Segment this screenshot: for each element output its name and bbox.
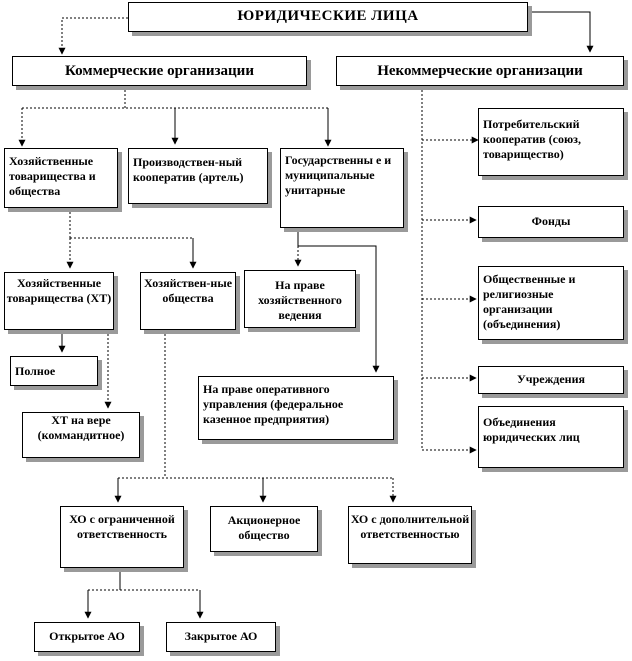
institutions-label: Учреждения (517, 372, 585, 386)
production-cooperative-box: Производствен-ный кооператив (артель) (128, 148, 268, 204)
jsc-label: Акционерное общество (227, 513, 301, 542)
state-municipal-unitary-label: Государственны е и муниципальные унитарн… (285, 153, 392, 197)
business-partnerships-societies-box: Хозяйственные товарищества и общества (4, 148, 118, 208)
commercial-box: Коммерческие организации (12, 56, 307, 86)
alc-box: ХО с дополнительной ответственностью (348, 506, 472, 564)
institutions-box: Учреждения (478, 366, 624, 394)
commercial-label: Коммерческие организации (65, 63, 254, 79)
operational-management-box: На праве оперативного управления (федера… (198, 376, 394, 440)
funds-box: Фонды (478, 206, 624, 238)
full-partnership-box: Полное (10, 356, 98, 386)
title-box: ЮРИДИЧЕСКИЕ ЛИЦА (128, 2, 528, 32)
business-partnerships-label: Хозяйственные товарищества (ХТ) (6, 276, 112, 305)
llc-label: ХО с ограниченной ответственность (69, 512, 175, 541)
closed-jsc-label: Закрытое АО (184, 629, 258, 643)
public-religious-label: Общественные и религиозные организации (… (483, 272, 576, 331)
open-jsc-label: Открытое АО (49, 629, 125, 643)
public-religious-box: Общественные и религиозные организации (… (478, 266, 624, 340)
consumer-cooperative-box: Потребительский кооператив (союз, товари… (478, 108, 624, 176)
llc-box: ХО с ограниченной ответственность (60, 506, 184, 568)
operational-management-label: На праве оперативного управления (федера… (203, 382, 344, 426)
full-partnership-label: Полное (15, 364, 56, 378)
jsc-box: Акционерное общество (210, 506, 318, 552)
state-municipal-unitary-box: Государственны е и муниципальные унитарн… (280, 148, 404, 228)
noncommercial-label: Некоммерческие организации (377, 63, 583, 79)
alc-label: ХО с дополнительной ответственностью (350, 512, 470, 541)
business-partnerships-societies-label: Хозяйственные товарищества и общества (9, 154, 96, 198)
funds-label: Фонды (531, 214, 571, 228)
economic-management-label: На праве хозяйственного ведения (258, 278, 342, 322)
noncommercial-box: Некоммерческие организации (336, 56, 624, 86)
business-societies-box: Хозяйствен-ные общества (140, 272, 236, 330)
limited-partnership-box: ХТ на вере (коммандитное) (22, 412, 140, 458)
open-jsc-box: Открытое АО (34, 622, 140, 652)
associations-label: Объединения юридических лиц (483, 415, 580, 444)
limited-partnership-label: ХТ на вере (коммандитное) (37, 413, 125, 442)
closed-jsc-box: Закрытое АО (166, 622, 276, 652)
title-text: ЮРИДИЧЕСКИЕ ЛИЦА (237, 8, 419, 24)
consumer-cooperative-label: Потребительский кооператив (союз, товари… (483, 117, 581, 161)
associations-box: Объединения юридических лиц (478, 406, 624, 468)
economic-management-box: На праве хозяйственного ведения (244, 270, 356, 328)
production-cooperative-label: Производствен-ный кооператив (артель) (133, 155, 244, 184)
business-partnerships-box: Хозяйственные товарищества (ХТ) (4, 272, 114, 330)
business-societies-label: Хозяйствен-ные общества (143, 276, 233, 305)
